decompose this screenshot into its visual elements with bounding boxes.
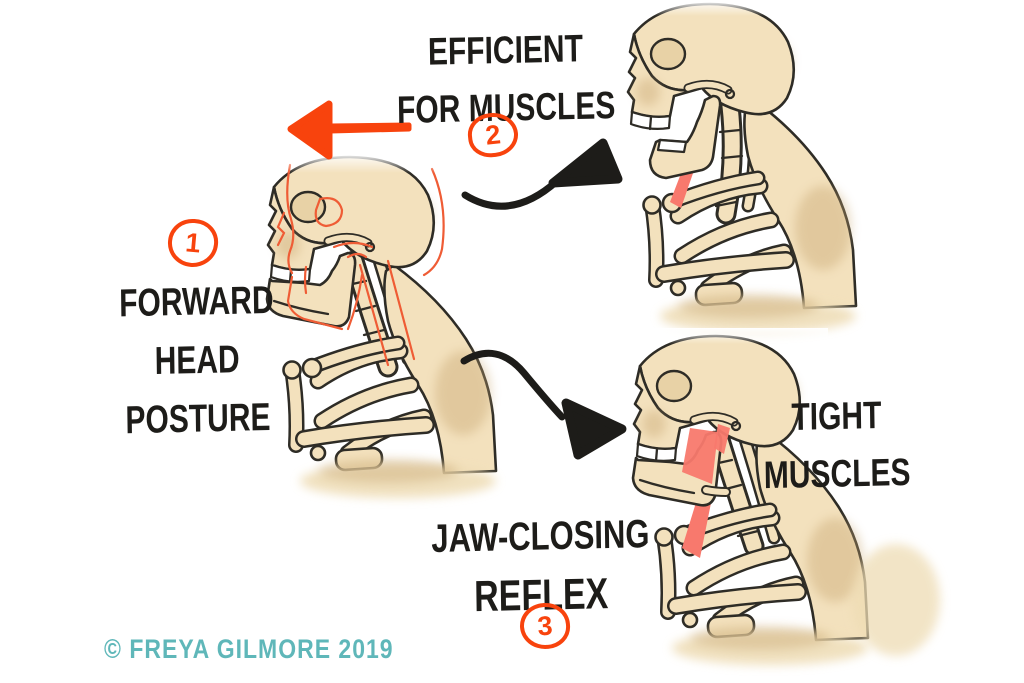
label-tight-muscles: TIGHT MUSCLES <box>746 386 928 505</box>
step1-number-badge: 1 <box>166 216 220 270</box>
curved-arrow-down-right-icon <box>460 349 627 460</box>
forward-head-posture-skeleton-icon <box>252 153 516 525</box>
label-tight-line2: MUSCLES <box>763 451 911 498</box>
open-jaw-skeleton-icon <box>612 0 858 322</box>
label-step2-line1: EFFICIENT <box>427 27 584 74</box>
label-step1-line1: FORWARD <box>118 279 274 326</box>
tight-masseter-muscle <box>682 428 718 484</box>
curved-arrow-up-right-icon <box>461 138 623 210</box>
label-step1-line2: HEAD <box>154 338 240 384</box>
tight-tmj-muscle <box>714 424 730 454</box>
label-step3-line1: JAW-CLOSING <box>431 511 650 561</box>
tight-jaw-skeleton-icon <box>618 328 940 682</box>
label-step1: FORWARD HEAD POSTURE <box>106 271 288 451</box>
step2-number: 2 <box>483 118 502 151</box>
tight-strap-muscle <box>682 496 712 558</box>
label-tight-line1: TIGHT <box>791 394 882 439</box>
left-arrow-icon <box>287 100 412 160</box>
label-step1-line3: POSTURE <box>125 396 271 443</box>
step3-number: 3 <box>536 610 554 641</box>
credit-text: © FREYA GILMORE 2019 <box>104 634 394 664</box>
ghost-posture-lines <box>276 163 445 367</box>
step1-number: 1 <box>184 226 202 259</box>
